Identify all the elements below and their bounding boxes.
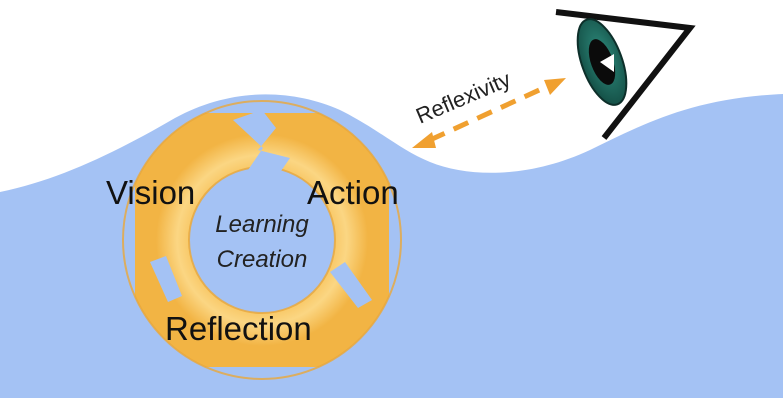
action-label: Action bbox=[307, 174, 399, 211]
reflexivity-label: Reflexivity bbox=[412, 66, 514, 128]
reflection-label: Reflection bbox=[165, 310, 312, 347]
arrow-head-right bbox=[544, 78, 566, 95]
arrow-head-left bbox=[412, 132, 436, 148]
reflexivity-arrow bbox=[412, 78, 566, 148]
creation-label: Creation bbox=[217, 246, 308, 273]
cycle-ring bbox=[122, 100, 402, 380]
vision-label: Vision bbox=[106, 174, 195, 211]
learning-label: Learning bbox=[215, 211, 309, 238]
eye-icon bbox=[555, 9, 696, 140]
